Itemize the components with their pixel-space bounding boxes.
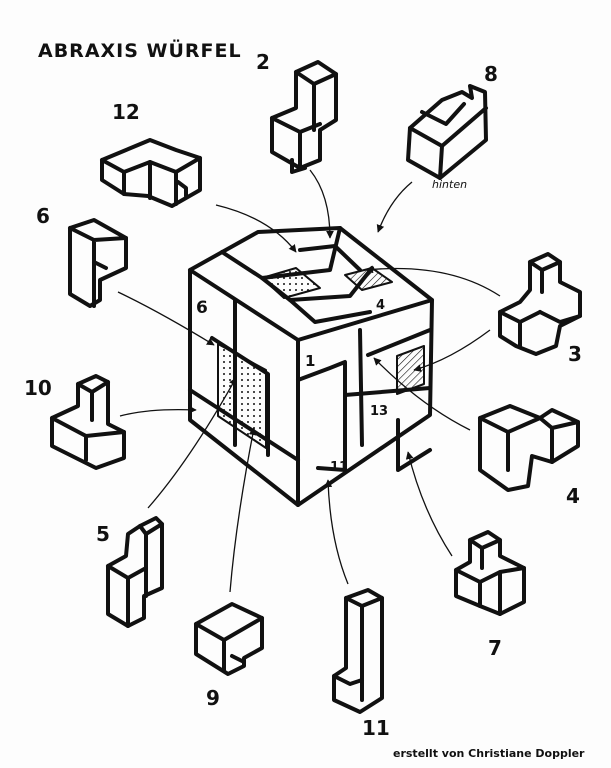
piece-10-drawing [50,374,126,470]
cube-label-13: 13 [370,404,389,419]
piece-11-drawing [332,588,384,714]
cube-label-1: 1 [305,352,316,370]
arrow-12-to-cube [215,204,297,253]
arrow-8-to-cube [376,181,413,233]
arrow-10-to-cube [119,405,197,417]
piece-5-drawing [106,516,164,628]
piece-12-drawing [100,138,202,208]
piece-label-12: 12 [112,100,140,124]
arrow-11-to-cube [324,479,349,585]
piece-label-5: 5 [96,522,110,546]
cube-label-6: 6 [196,298,208,318]
piece-3-drawing [498,252,582,356]
note-hinten: hinten [432,178,468,191]
arrow-7-to-cube [405,451,453,557]
piece-2-drawing [270,60,338,174]
arrow-6-to-cube [117,291,215,346]
cube-label-11: 11 [330,460,349,475]
piece-9-drawing [194,602,264,676]
piece-7-drawing [454,530,526,616]
piece-label-6: 6 [36,204,50,228]
central-cube [188,226,434,507]
piece-label-7: 7 [488,636,502,660]
arrow-2-to-cube [309,169,334,239]
arrow-3-to-cube-side [413,329,491,372]
arrow-9-to-cube [229,427,257,593]
piece-8-drawing [406,84,488,180]
piece-label-9: 9 [206,686,220,710]
piece-label-10: 10 [24,376,52,400]
piece-label-3: 3 [568,342,582,366]
piece-label-11: 11 [362,716,390,740]
piece-label-2: 2 [256,50,270,74]
piece-6-drawing [68,218,128,308]
piece-label-4: 4 [566,484,580,508]
piece-label-8: 8 [484,62,498,86]
arrow-4-to-cube [373,357,471,431]
arrow-3-to-cube-top [365,265,501,297]
credit-text: erstellt von Christiane Doppler [393,747,585,760]
cube-label-4: 4 [376,298,386,313]
diagram-title: ABRAXIS WÜRFEL [38,40,242,62]
piece-4-drawing [478,404,580,492]
arrow-5-to-cube [147,377,237,509]
